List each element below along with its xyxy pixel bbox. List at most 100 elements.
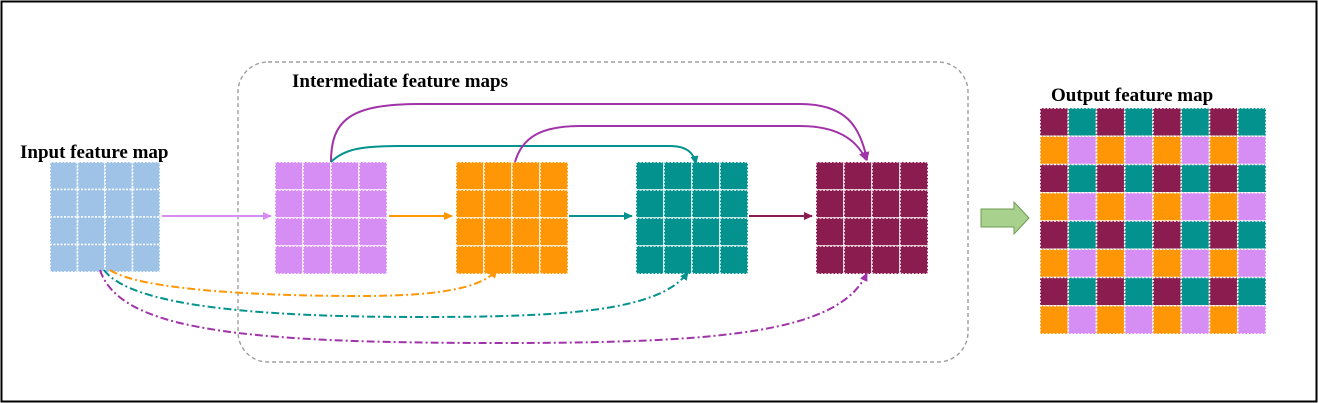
- map2-cell: [483, 217, 513, 247]
- input-map-cell: [131, 216, 161, 246]
- output-map-cell: [1180, 220, 1211, 251]
- input-map-cell: [76, 161, 106, 191]
- input-map-cell: [104, 216, 134, 246]
- map1-cell: [358, 189, 388, 219]
- map3-cell: [691, 161, 721, 191]
- input-map-cell: [104, 243, 134, 273]
- output-map-cell: [1152, 163, 1183, 194]
- map2-cell: [539, 189, 569, 219]
- dashed-arrow-input-to-map4: [99, 269, 868, 345]
- input-map-cell: [76, 216, 106, 246]
- output-map-cell: [1067, 276, 1098, 307]
- map4-cell: [843, 161, 873, 191]
- map1-cell: [358, 217, 388, 247]
- output-map-cell: [1152, 248, 1183, 279]
- output-map-cell: [1123, 191, 1154, 222]
- output-map-cell: [1152, 107, 1183, 138]
- intermediate-group-box: [237, 61, 969, 363]
- map4-cell: [871, 217, 901, 247]
- output-map-cell: [1039, 276, 1070, 307]
- map1-cell: [330, 245, 360, 275]
- skip-arrow-map1-to-map4: [330, 103, 870, 163]
- map4-cell: [815, 161, 845, 191]
- output-map-cell: [1208, 135, 1239, 166]
- input-map-cell: [131, 243, 161, 273]
- output-map-cell: [1039, 248, 1070, 279]
- map2-cell: [455, 161, 485, 191]
- output-map-cell: [1095, 276, 1126, 307]
- map3-cell: [691, 189, 721, 219]
- map3-cell: [719, 217, 749, 247]
- input-map-cell: [49, 161, 79, 191]
- map3-cell: [635, 161, 665, 191]
- input-feature-map: [49, 161, 161, 273]
- map4-cell: [871, 189, 901, 219]
- map4-cell: [899, 245, 929, 275]
- input-map-cell: [76, 243, 106, 273]
- output-map-cell: [1236, 191, 1267, 222]
- map2-cell: [511, 189, 541, 219]
- intermediate-feature-map-2: [455, 161, 569, 275]
- map4-cell: [899, 217, 929, 247]
- output-map-cell: [1039, 304, 1070, 335]
- dashed-arrow-input-to-map2: [109, 269, 498, 298]
- output-map-cell: [1067, 191, 1098, 222]
- output-map-cell: [1095, 248, 1126, 279]
- output-map-cell: [1095, 191, 1126, 222]
- output-map-cell: [1095, 163, 1126, 194]
- map3-cell: [719, 245, 749, 275]
- output-map-cell: [1067, 135, 1098, 166]
- map3-cell: [635, 217, 665, 247]
- output-map-cell: [1039, 220, 1070, 251]
- map2-cell: [511, 217, 541, 247]
- input-map-cell: [104, 161, 134, 191]
- output-map-cell: [1123, 107, 1154, 138]
- map1-cell: [302, 161, 332, 191]
- output-map-cell: [1236, 163, 1267, 194]
- map3-cell: [663, 217, 693, 247]
- intermediate-feature-map-1: [274, 161, 388, 275]
- output-map-cell: [1095, 135, 1126, 166]
- output-map-cell: [1236, 248, 1267, 279]
- output-map-cell: [1180, 107, 1211, 138]
- output-map-cell: [1095, 107, 1126, 138]
- map1-cell: [274, 189, 304, 219]
- output-map-cell: [1095, 304, 1126, 335]
- map3-cell: [719, 189, 749, 219]
- map3-cell: [663, 245, 693, 275]
- map1-cell: [330, 217, 360, 247]
- map1-cell: [330, 161, 360, 191]
- map1-cell: [274, 217, 304, 247]
- output-map-cell: [1208, 191, 1239, 222]
- map4-cell: [815, 189, 845, 219]
- output-map-cell: [1067, 220, 1098, 251]
- output-feature-map: [1039, 107, 1267, 335]
- output-map-cell: [1067, 304, 1098, 335]
- intermediate-feature-map-3: [635, 161, 749, 275]
- output-map-cell: [1123, 276, 1154, 307]
- input-map-cell: [49, 243, 79, 273]
- map3-cell: [663, 161, 693, 191]
- input-map-cell: [76, 188, 106, 218]
- skip-arrow-map1-to-map3: [330, 145, 699, 165]
- output-map-cell: [1208, 248, 1239, 279]
- output-map-cell: [1236, 304, 1267, 335]
- map3-cell: [691, 217, 721, 247]
- output-map-cell: [1039, 107, 1070, 138]
- output-map-cell: [1180, 276, 1211, 307]
- output-map-cell: [1208, 163, 1239, 194]
- map4-cell: [843, 189, 873, 219]
- map1-cell: [358, 245, 388, 275]
- map1-cell: [302, 245, 332, 275]
- map3-cell: [635, 189, 665, 219]
- input-map-cell: [49, 216, 79, 246]
- input-map-cell: [49, 188, 79, 218]
- map2-cell: [455, 189, 485, 219]
- skip-arrow-map2-to-map4: [514, 125, 867, 163]
- output-map-cell: [1208, 304, 1239, 335]
- map1-cell: [302, 189, 332, 219]
- intermediate-label: Intermediate feature maps: [292, 71, 508, 92]
- output-map-cell: [1152, 276, 1183, 307]
